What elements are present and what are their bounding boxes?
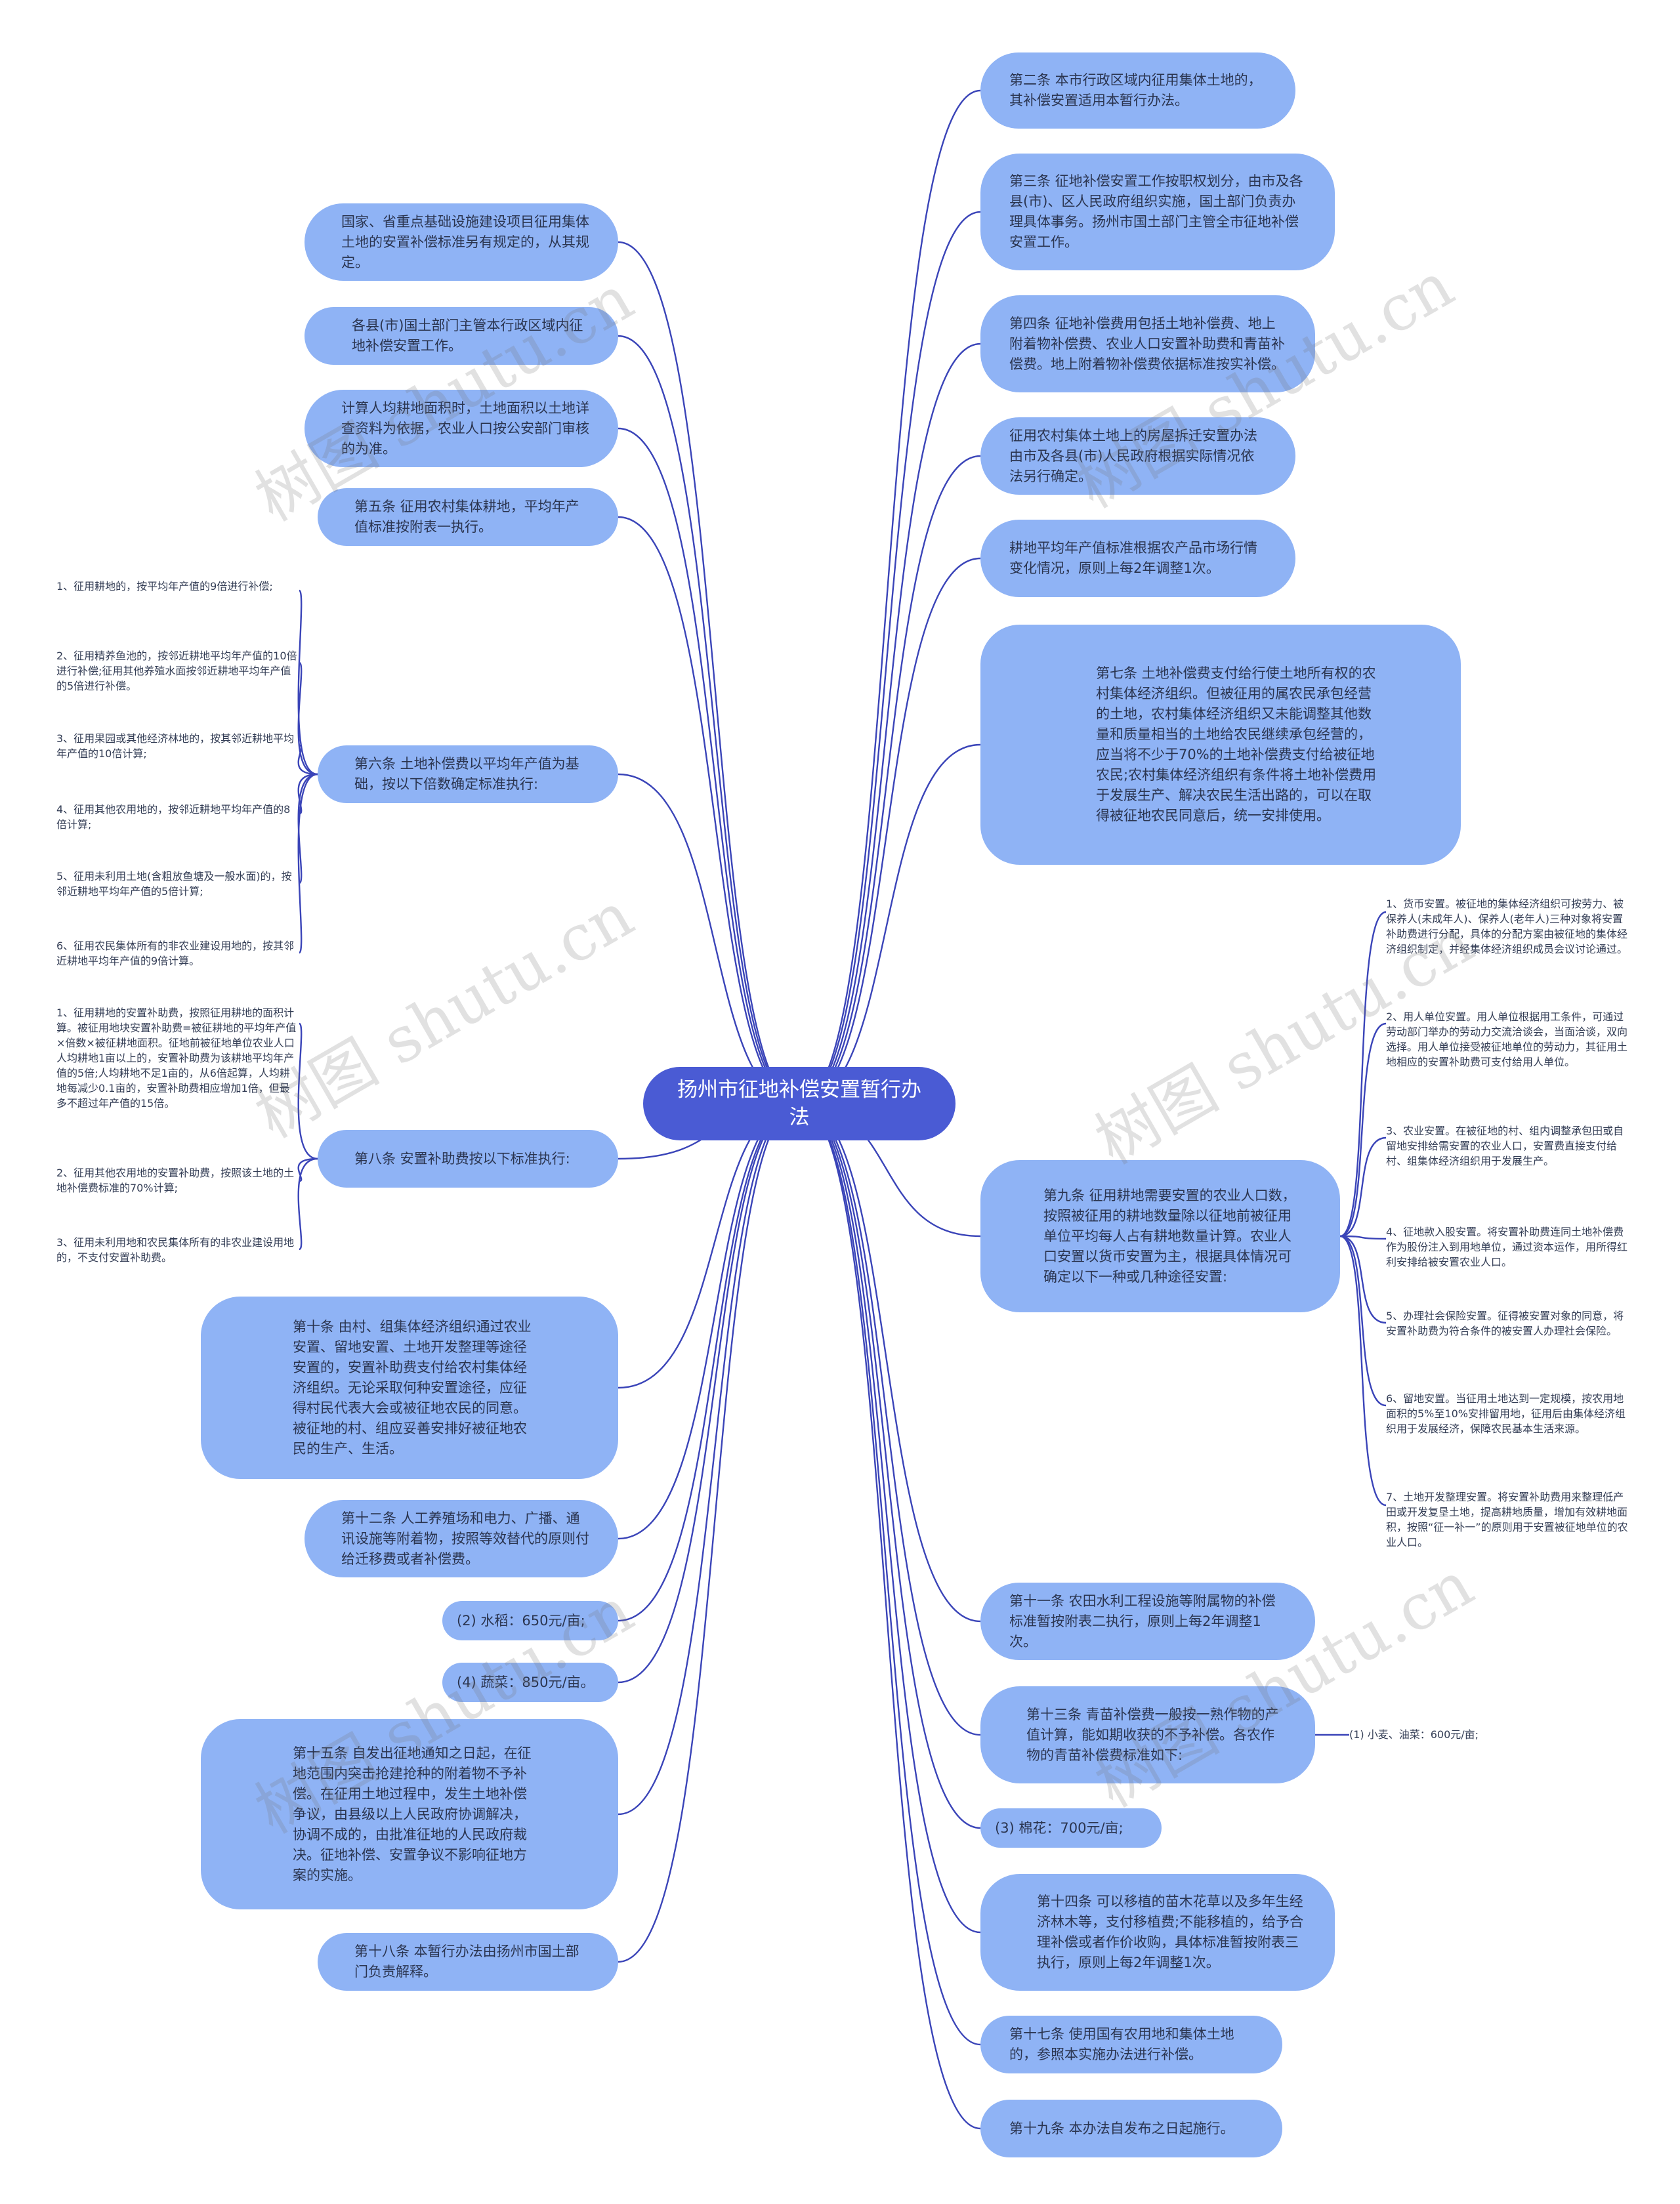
topic-article-9[interactable]: 第九条 征用耕地需要安置的农业人口数，按照被征用的耕地数量除以征地前被征用单位平… [980,1160,1340,1312]
topic-article-18[interactable]: 第十八条 本暂行办法由扬州市国土部门负责解释。 [318,1933,618,1991]
root-topic[interactable]: 扬州市征地补偿安置暂行办法 [643,1067,956,1140]
topic-vegetable[interactable]: (4) 蔬菜：850元/亩。 [442,1663,618,1702]
leaf-article6-item4: 4、征用其他农用地的，按邻近耕地平均年产值的8倍计算; [56,803,291,831]
connector-right-4 [799,557,981,1105]
connector-right-11 [799,1102,981,2046]
leaf-article9-item3: 3、农业安置。在被征地的村、组内调整承包田或自留地安排给需安置的农业人口，安置费… [1386,1125,1624,1167]
connector-right-8 [799,1102,981,1736]
topic-article-12[interactable]: 第十二条 人工养殖场和电力、广播、通讯设施等附着物，按照等效替代的原则付给迁移费… [304,1500,618,1577]
connector-left-11 [618,1102,800,1963]
connector-right-9 [799,1102,981,1829]
connector-art6-leaf-1 [297,661,318,776]
topic-article-3[interactable]: 第三条 征地补偿安置工作按职权划分，由市及各县(市)、区人民政府组织实施，国土部… [980,154,1335,270]
connector-left-0 [618,241,800,1105]
topic-article-5[interactable]: 第五条 征用农村集体耕地，平均年产值标准按附表一执行。 [318,488,618,546]
topic-article-11[interactable]: 第十一条 农田水利工程设施等附属物的补偿标准暂按附表二执行，原则上每2年调整1次… [980,1583,1315,1660]
topic-article-6[interactable]: 第六条 土地补偿费以平均年产值为基础，按以下倍数确定标准执行: [318,745,618,803]
leaf-article8-item1: 1、征用耕地的安置补助费，按照征用耕地的面积计算。被征用地块安置补助费=被征耕地… [56,1007,297,1110]
connector-art6-leaf-5 [297,773,318,954]
connector-art8-leaf-1 [297,1157,318,1182]
connector-art9-leaf-2 [1339,1136,1387,1237]
leaf-article6-item5: 5、征用未利用土地(含粗放鱼塘及一般水面)的，按邻近耕地平均年产值的5倍计算; [56,870,292,898]
connector-right-0 [799,89,981,1105]
connector-left-10 [618,1102,800,1816]
connector-art6-leaf-2 [297,744,318,776]
connector-right-2 [799,343,981,1105]
leaf-article6-item2: 2、征用精养鱼池的，按邻近耕地平均年产值的10倍进行补偿;征用其他养殖水面按邻近… [56,650,297,692]
connector-left-4 [618,773,800,1105]
connector-right-1 [799,211,981,1105]
leaf-article8-item3: 3、征用未利用地和农民集体所有的非农业建设用地的，不支付安置补助费。 [56,1236,295,1264]
connector-art9-leaf-4 [1339,1235,1387,1324]
leaf-article9-item7: 7、土地开发整理安置。将安置补助费用来整理低产田或开发复垦土地，提高耕地质量，增… [1386,1491,1628,1549]
leaf-article6-item6: 6、征用农民集体所有的非农业建设用地的，按其邻近耕地平均年产值的9倍计算。 [56,940,295,967]
connector-art8-leaf-0 [297,1022,318,1160]
connector-left-8 [618,1102,800,1622]
connector-art9-leaf-5 [1339,1235,1387,1407]
connector-right-3 [799,455,981,1105]
topic-cotton[interactable]: (3) 棉花：700元/亩; [980,1808,1162,1848]
leaf-article9-item6: 6、留地安置。当征用土地达到一定规模，按农用地面积的5%至10%安排留用地，征用… [1386,1392,1626,1435]
leaf-article9-item4: 4、征地款入股安置。将安置补助费连同土地补偿费作为股份注入到用地单位，通过资本运… [1386,1226,1628,1268]
topic-article-15[interactable]: 第十五条 自发出征地通知之日起，在征地范围内突击抢建抢种的附着物不予补偿。在征用… [201,1719,618,1909]
leaf-article8-item2: 2、征用其他农用地的安置补助费，按照该土地的土地补偿费标准的70%计算; [56,1167,295,1194]
leaf-article9-item5: 5、办理社会保险安置。征得被安置对象的同意，将安置补助费为符合条件的被安置人办理… [1386,1310,1624,1337]
topic-county-authority[interactable]: 各县(市)国土部门主管本行政区域内征地补偿安置工作。 [304,307,618,365]
leaf-article6-item3: 3、征用果园或其他经济林地的，按其邻近耕地平均年产值的10倍计算; [56,732,295,760]
topic-area-calculation[interactable]: 计算人均耕地面积时，土地面积以土地详查资料为依据，农业人口按公安部门审核的为准。 [304,390,618,467]
leaf-article6-item1: 1、征用耕地的，按平均年产值的9倍进行补偿; [56,580,273,593]
connector-right-5 [799,743,981,1105]
topic-article-14[interactable]: 第十四条 可以移植的苗木花草以及多年生经济林木等，支付移植费;不能移植的，给予合… [980,1874,1335,1991]
connector-art9-leaf-0 [1339,911,1387,1237]
topic-article-19[interactable]: 第十九条 本办法自发布之日起施行。 [980,2100,1282,2157]
topic-article-17[interactable]: 第十七条 使用国有农用地和集体土地的，参照本实施办法进行补偿。 [980,2016,1282,2073]
connector-art9-leaf-1 [1339,1022,1387,1237]
topic-rice[interactable]: (2) 水稻：650元/亩; [442,1601,618,1640]
connector-right-12 [799,1102,981,2130]
connector-right-10 [799,1102,981,1934]
root-label: 扬州市征地补偿安置暂行办法 [677,1078,921,1129]
topic-article-4[interactable]: 第四条 征地补偿费用包括土地补偿费、地上附着物补偿费、农业人口安置补助费和青苗补… [980,295,1315,392]
leaf-article9-item1: 1、货币安置。被征地的集体经济组织可按劳力、被保养人(未成年人)、保养人(老年人… [1386,898,1628,955]
connector-left-1 [618,335,800,1105]
connector-art6-leaf-3 [297,773,318,815]
topic-house-relocation[interactable]: 征用农村集体土地上的房屋拆迁安置办法由市及各县(市)人民政府根据实际情况依法另行… [980,417,1295,495]
connector-art6-leaf-0 [297,589,318,776]
connector-art8-leaf-2 [297,1157,318,1251]
connector-art6-leaf-4 [297,773,318,884]
connector-art9-leaf-6 [1339,1235,1387,1507]
connector-left-3 [618,516,800,1105]
leaf-wheat-rapeseed: (1) 小麦、油菜：600元/亩; [1349,1728,1479,1741]
topic-average-output[interactable]: 耕地平均年产值标准根据农产品市场行情变化情况，原则上每2年调整1次。 [980,520,1295,597]
topic-article-7[interactable]: 第七条 土地补偿费支付给行使土地所有权的农村集体经济组织。但被征用的属农民承包经… [980,625,1461,865]
connector-left-2 [618,427,800,1105]
connector-left-7 [618,1102,800,1540]
connector-art9-leaf-3 [1339,1235,1387,1240]
topic-article-13[interactable]: 第十三条 青苗补偿费一般按一熟作物的产值计算，能如期收获的不予补偿。各农作物的青… [980,1686,1315,1783]
topic-article-10[interactable]: 第十条 由村、组集体经济组织通过农业安置、留地安置、土地开发整理等途径安置的，安… [201,1297,618,1479]
topic-key-projects[interactable]: 国家、省重点基础设施建设项目征用集体土地的安置补偿标准另有规定的，从其规定。 [304,203,618,281]
topic-article-2[interactable]: 第二条 本市行政区域内征用集体土地的，其补偿安置适用本暂行办法。 [980,52,1295,129]
topic-article-8[interactable]: 第八条 安置补助费按以下标准执行: [318,1130,618,1188]
leaf-article9-item2: 2、用人单位安置。用人单位根据用工条件，可通过劳动部门举办的劳动力交流洽谈会，当… [1386,1010,1628,1068]
